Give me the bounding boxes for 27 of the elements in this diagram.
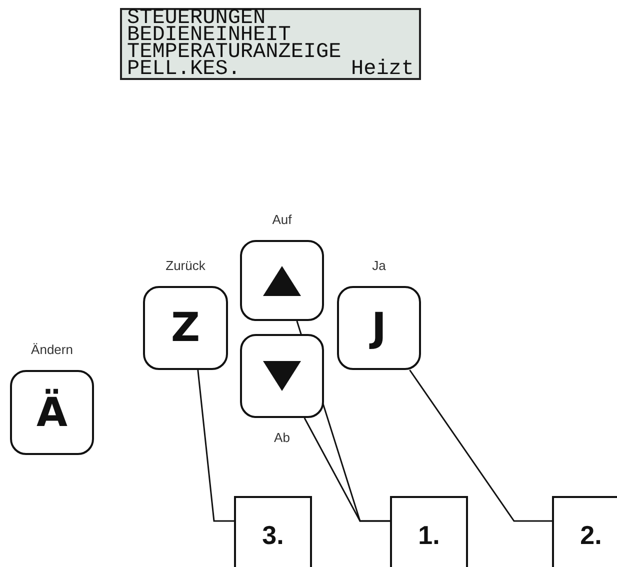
callout-box [234, 496, 312, 567]
callout-number: 2. [580, 522, 602, 548]
display-line: BEDIENEINHEIT [127, 27, 291, 44]
key-button [10, 370, 94, 455]
key-letter: Z [170, 308, 200, 348]
key-button [143, 286, 228, 370]
key-button [240, 334, 324, 418]
key-label: Auf [272, 211, 292, 229]
callout-number: 1. [418, 522, 440, 548]
leader-line [409, 370, 552, 522]
callout-number: 3. [262, 522, 284, 548]
lcd-display [120, 8, 421, 80]
callout-box [552, 496, 617, 567]
leader-line [304, 418, 390, 522]
key-button [337, 286, 421, 370]
key-label: Ab [274, 429, 290, 447]
key-label: Ja [372, 257, 386, 275]
key-label: Zurück [166, 257, 206, 275]
key-letter: J [372, 308, 386, 348]
leader-line [197, 370, 234, 522]
key-label: Ändern [31, 341, 73, 359]
display-line: STEUERUNGEN [127, 10, 266, 27]
display-text: PELL.KES. [127, 61, 240, 78]
display-text: Heizt [350, 61, 414, 78]
key-button [240, 240, 324, 321]
callout-box [390, 496, 468, 567]
display-line: TEMPERATURANZEIGE [127, 44, 342, 61]
